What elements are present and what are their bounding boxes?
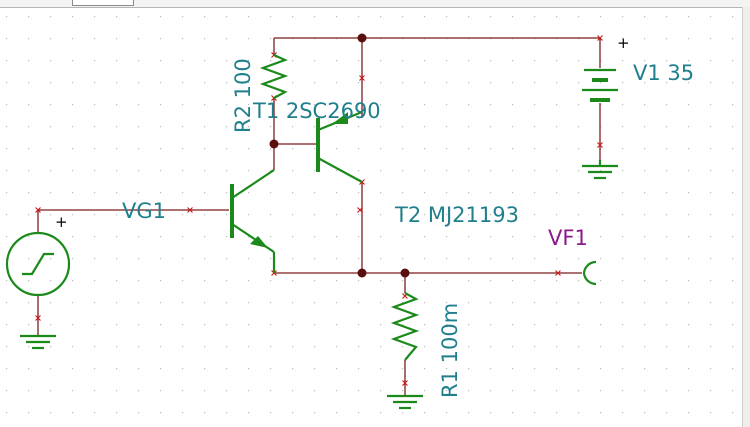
pin-marker	[597, 142, 603, 148]
pin-marker	[555, 270, 561, 276]
vertical-scrollbar[interactable]	[742, 7, 750, 427]
ground-v1	[582, 160, 618, 180]
polarity-v1-plus: +	[617, 34, 630, 52]
junction-top	[357, 33, 367, 43]
label-t2: T2 MJ21193	[394, 203, 519, 227]
grid-dots	[6, 16, 734, 414]
junction-t1-base	[269, 139, 279, 149]
pin-marker	[35, 315, 41, 321]
resistor-r1[interactable]	[390, 292, 420, 361]
polarity-vg1-plus: +	[55, 213, 68, 231]
ground-r1	[387, 394, 423, 410]
label-r2: R2 100	[231, 58, 255, 133]
junctions	[269, 33, 410, 278]
transistor-t1[interactable]	[316, 110, 363, 183]
label-v1: V1 35	[633, 61, 694, 85]
label-r1: R1 100m	[438, 303, 462, 398]
junction-output-left	[357, 268, 367, 278]
ground-vg1	[20, 334, 56, 350]
pin-marker	[35, 207, 41, 213]
transistor-t2[interactable]	[230, 169, 276, 273]
pin-marker	[597, 35, 603, 41]
schematic-canvas[interactable]: R2 100 T1 2SC2690 V1 35 + VG1 + T2 MJ211…	[0, 8, 743, 427]
battery-v1[interactable]	[582, 68, 618, 102]
pin-marker	[357, 207, 363, 213]
toolbar-strip	[0, 0, 750, 8]
voltage-probe-vf1[interactable]	[582, 260, 597, 286]
pin-marker	[187, 207, 193, 213]
toolbar-tab-button[interactable]	[72, 0, 134, 6]
label-t1: T1 2SC2690	[252, 99, 381, 123]
pin-marker	[359, 75, 365, 81]
signal-generator-vg1[interactable]	[5, 231, 71, 297]
label-vf1: VF1	[548, 226, 588, 250]
resistor-r2[interactable]	[259, 53, 289, 99]
pin-marker	[402, 380, 408, 386]
junction-output-right	[400, 268, 410, 278]
label-vg1: VG1	[122, 199, 166, 223]
